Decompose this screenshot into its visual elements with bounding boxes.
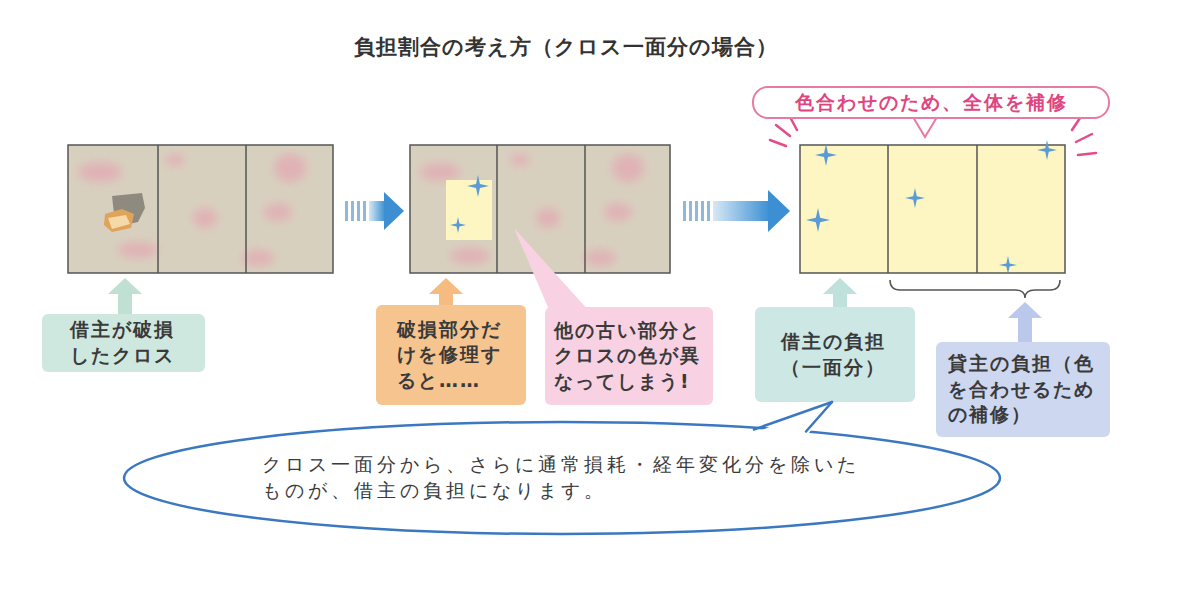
callout-pointer [514, 228, 590, 312]
label-box: 借主が破損したクロス [42, 314, 205, 372]
wall-panel-renewed [800, 140, 1065, 274]
box-text: 他の古い部分とクロスの色が異なってしまう! [554, 318, 704, 395]
shine-lines [770, 117, 1096, 155]
step-arrow [683, 190, 790, 232]
ellipse-shape [124, 422, 1000, 534]
box-text: 貸主の負担（色を合わせるための補修） [948, 351, 1098, 428]
label-box: 破損部分だけを修理すると…… [376, 305, 526, 405]
wall-panel-patched [410, 145, 670, 273]
bracket [890, 280, 1060, 298]
callout-box: 他の古い部分とクロスの色が異なってしまう! [545, 307, 713, 405]
wall-panel-damaged [68, 145, 333, 273]
callout-pointer [913, 117, 937, 137]
ellipse-outline [122, 420, 1002, 536]
up-arrow [429, 278, 463, 308]
callout-text: 色合わせのため、全体を補修 [795, 90, 1068, 116]
ellipse-callout: クロス一面分から、さらに通常損耗・経年変化分を除いたものが、借主の負担になります… [122, 420, 1002, 536]
box-text: 借主の負担（一面分） [781, 329, 889, 380]
box-text: 借主が破損したクロス [70, 317, 178, 368]
up-arrow [823, 278, 857, 310]
up-arrow [108, 278, 142, 316]
label-box: 貸主の負担（色を合わせるための補修） [936, 342, 1110, 437]
note-text: クロス一面分から、さらに通常損耗・経年変化分を除いたものが、借主の負担になります… [262, 452, 863, 503]
diagram-title: 負担割合の考え方（クロス一面分の場合） [0, 33, 1132, 61]
callout-box: 色合わせのため、全体を補修 [752, 86, 1110, 119]
step-arrow [345, 192, 404, 230]
label-box: 借主の負担（一面分） [755, 307, 915, 402]
box-text: 破損部分だけを修理すると…… [397, 317, 505, 394]
up-arrow [1008, 302, 1042, 346]
